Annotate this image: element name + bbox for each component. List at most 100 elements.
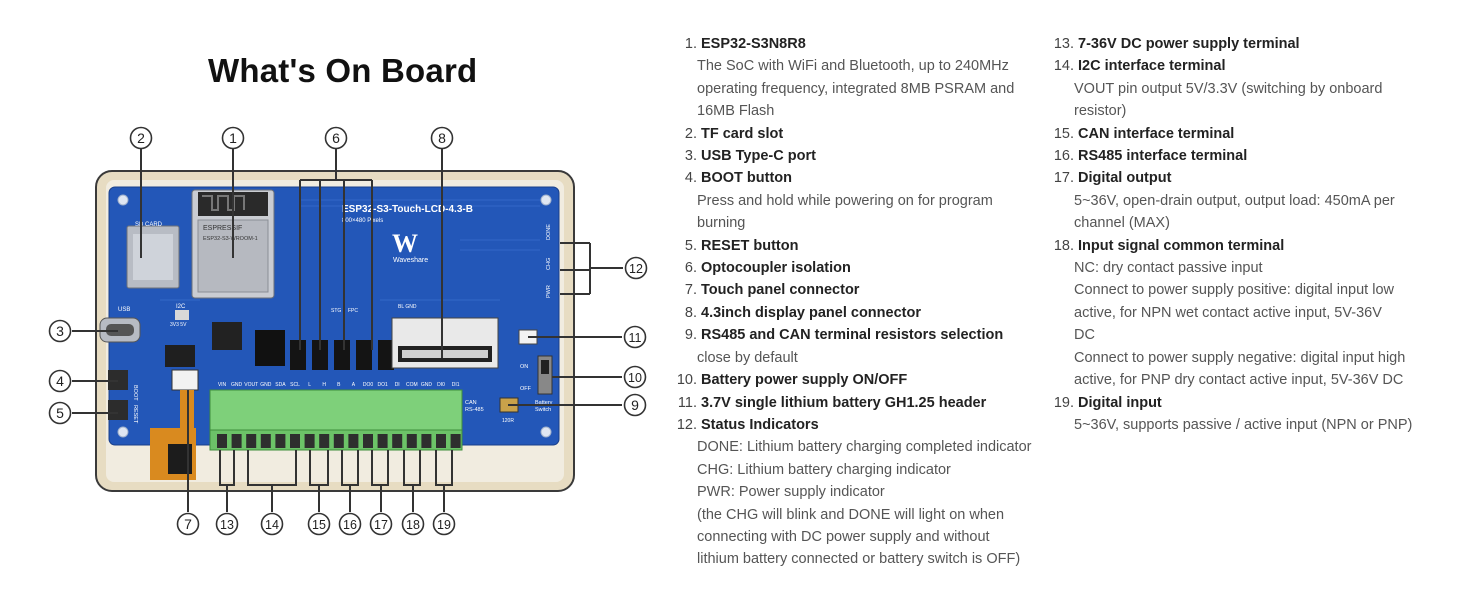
callout-circle [623, 325, 647, 349]
terminal-screw [231, 434, 242, 448]
svg-text:3V3 5V: 3V3 5V [170, 322, 187, 328]
callout-circle [221, 126, 245, 150]
feature-number: 1. [684, 36, 697, 52]
terminal-screw [275, 434, 286, 448]
feature-item: 17.Digital output 5~36V, open-drain outpu… [1045, 167, 1445, 234]
svg-text:RESET: RESET [132, 405, 138, 424]
svg-text:STG: STG [331, 308, 341, 314]
callout-number: 17 [374, 518, 388, 532]
feature-item: 6.Optocoupler isolation [668, 257, 1048, 279]
feature-description: 5~36V, open-drain output, output load: 4… [1074, 192, 1395, 209]
callout-number: 4 [56, 373, 64, 389]
feature-description: operating frequency, integrated 8MB PSRA… [697, 80, 1015, 97]
terminal-pin-label: DI [395, 382, 400, 388]
feature-item: 2.TF card slot [668, 123, 1048, 145]
feature-title: USB Type-C port [701, 148, 816, 165]
feature-item: 10.Battery power supply ON/OFF [668, 369, 1048, 391]
terminal-pin-label: L [308, 382, 311, 388]
feature-description: CHG: Lithium battery charging indicator [697, 461, 951, 478]
callout-number: 2 [137, 130, 145, 146]
feature-item: 9.RS485 and CAN terminal resistors selec… [668, 324, 1048, 369]
feature-number: 14. [1053, 58, 1074, 75]
feature-number: 6. [684, 260, 697, 277]
callout-number: 5 [56, 405, 64, 421]
terminal-screw [436, 434, 446, 448]
callout-circle [624, 256, 648, 280]
feature-description: NC: dry contact passive input [1074, 260, 1263, 277]
terminal-screw [217, 434, 227, 448]
svg-text:DONE: DONE [546, 224, 552, 240]
feature-description: active, for NPN wet contact active input… [1074, 304, 1382, 321]
feature-number: 15. [1053, 125, 1074, 142]
feature-item: 7.Touch panel connector [668, 279, 1048, 301]
callout-circle [401, 512, 425, 536]
feature-item: 16.RS485 interface terminal [1045, 145, 1445, 167]
terminal-screw [348, 434, 359, 448]
feature-description: PWR: Power supply indicator [697, 484, 885, 501]
terminal-pin-label: VIN [218, 382, 227, 388]
feature-number: 18. [1053, 237, 1074, 254]
feature-description: DC [1074, 327, 1095, 344]
feature-title: CAN interface terminal [1078, 125, 1235, 142]
terminal-pin-label: A [352, 382, 356, 388]
feature-description: resistor) [1074, 103, 1127, 120]
board-diagram: ESPRESSIF ESP32-S3-WROOM-1 SD CARD USB B… [48, 126, 648, 536]
terminal-screw [290, 434, 300, 448]
svg-text:Battery: Battery [535, 400, 553, 406]
feature-description: Press and hold while powering on for pro… [697, 192, 993, 209]
feature-title: ESP32-S3N8R8 [701, 36, 806, 52]
terminal-screw [377, 434, 388, 448]
terminal-screw [363, 434, 373, 448]
feature-title: TF card slot [701, 125, 784, 142]
terminal-screw [304, 434, 315, 448]
svg-text:CAN: CAN [465, 400, 477, 406]
feature-description: (the CHG will blink and DONE will light … [697, 506, 1005, 523]
callout-circle [307, 512, 331, 536]
feature-description: close by default [697, 349, 798, 366]
feature-description: connecting with DC power supply and with… [697, 528, 990, 545]
svg-text:SD CARD: SD CARD [135, 222, 163, 228]
feature-number: 12. [676, 416, 697, 433]
callout-circle [338, 512, 362, 536]
waveshare-logo: W [392, 229, 418, 258]
feature-title: 4.3inch display panel connector [701, 304, 921, 321]
callout-leaders [72, 148, 623, 512]
touch-connector [171, 369, 199, 391]
callout-number: 6 [332, 130, 340, 146]
terminal-pin-label: DI0 [437, 382, 445, 388]
terminal-screw [333, 434, 344, 448]
page-title: What's On Board [208, 52, 478, 89]
feature-title: Digital input [1078, 394, 1162, 411]
callout-number: 11 [629, 331, 642, 345]
feature-title: Status Indicators [701, 416, 819, 433]
feature-number: 11. [677, 394, 697, 411]
callout-number: 12 [629, 262, 643, 276]
terminal-pin-label: DI1 [452, 382, 460, 388]
svg-text:BL GND: BL GND [398, 304, 417, 310]
optocoupler-row [290, 340, 394, 370]
feature-item: 15.CAN interface terminal [1045, 123, 1445, 145]
terminal-screw [421, 434, 432, 448]
feature-title: RS485 and CAN terminal resistors selecti… [701, 327, 1004, 344]
callout-number: 18 [406, 518, 420, 532]
feature-description: 16MB Flash [697, 103, 775, 120]
terminal-pin-label: H [322, 382, 326, 388]
feature-number: 3. [684, 148, 697, 165]
feature-number: 10. [676, 372, 697, 389]
callout-number: 15 [312, 518, 326, 532]
callout-number: 10 [628, 371, 642, 385]
callout-number: 14 [265, 518, 279, 532]
callout-circle [369, 512, 393, 536]
feature-number: 17. [1053, 170, 1074, 187]
feature-title: Digital output [1078, 170, 1172, 187]
terminal-screw [450, 434, 461, 448]
callout-circle [432, 512, 456, 536]
feature-number: 8. [684, 304, 697, 321]
svg-text:RS-485: RS-485 [465, 407, 484, 413]
terminal-pin-label: GND [260, 382, 272, 388]
